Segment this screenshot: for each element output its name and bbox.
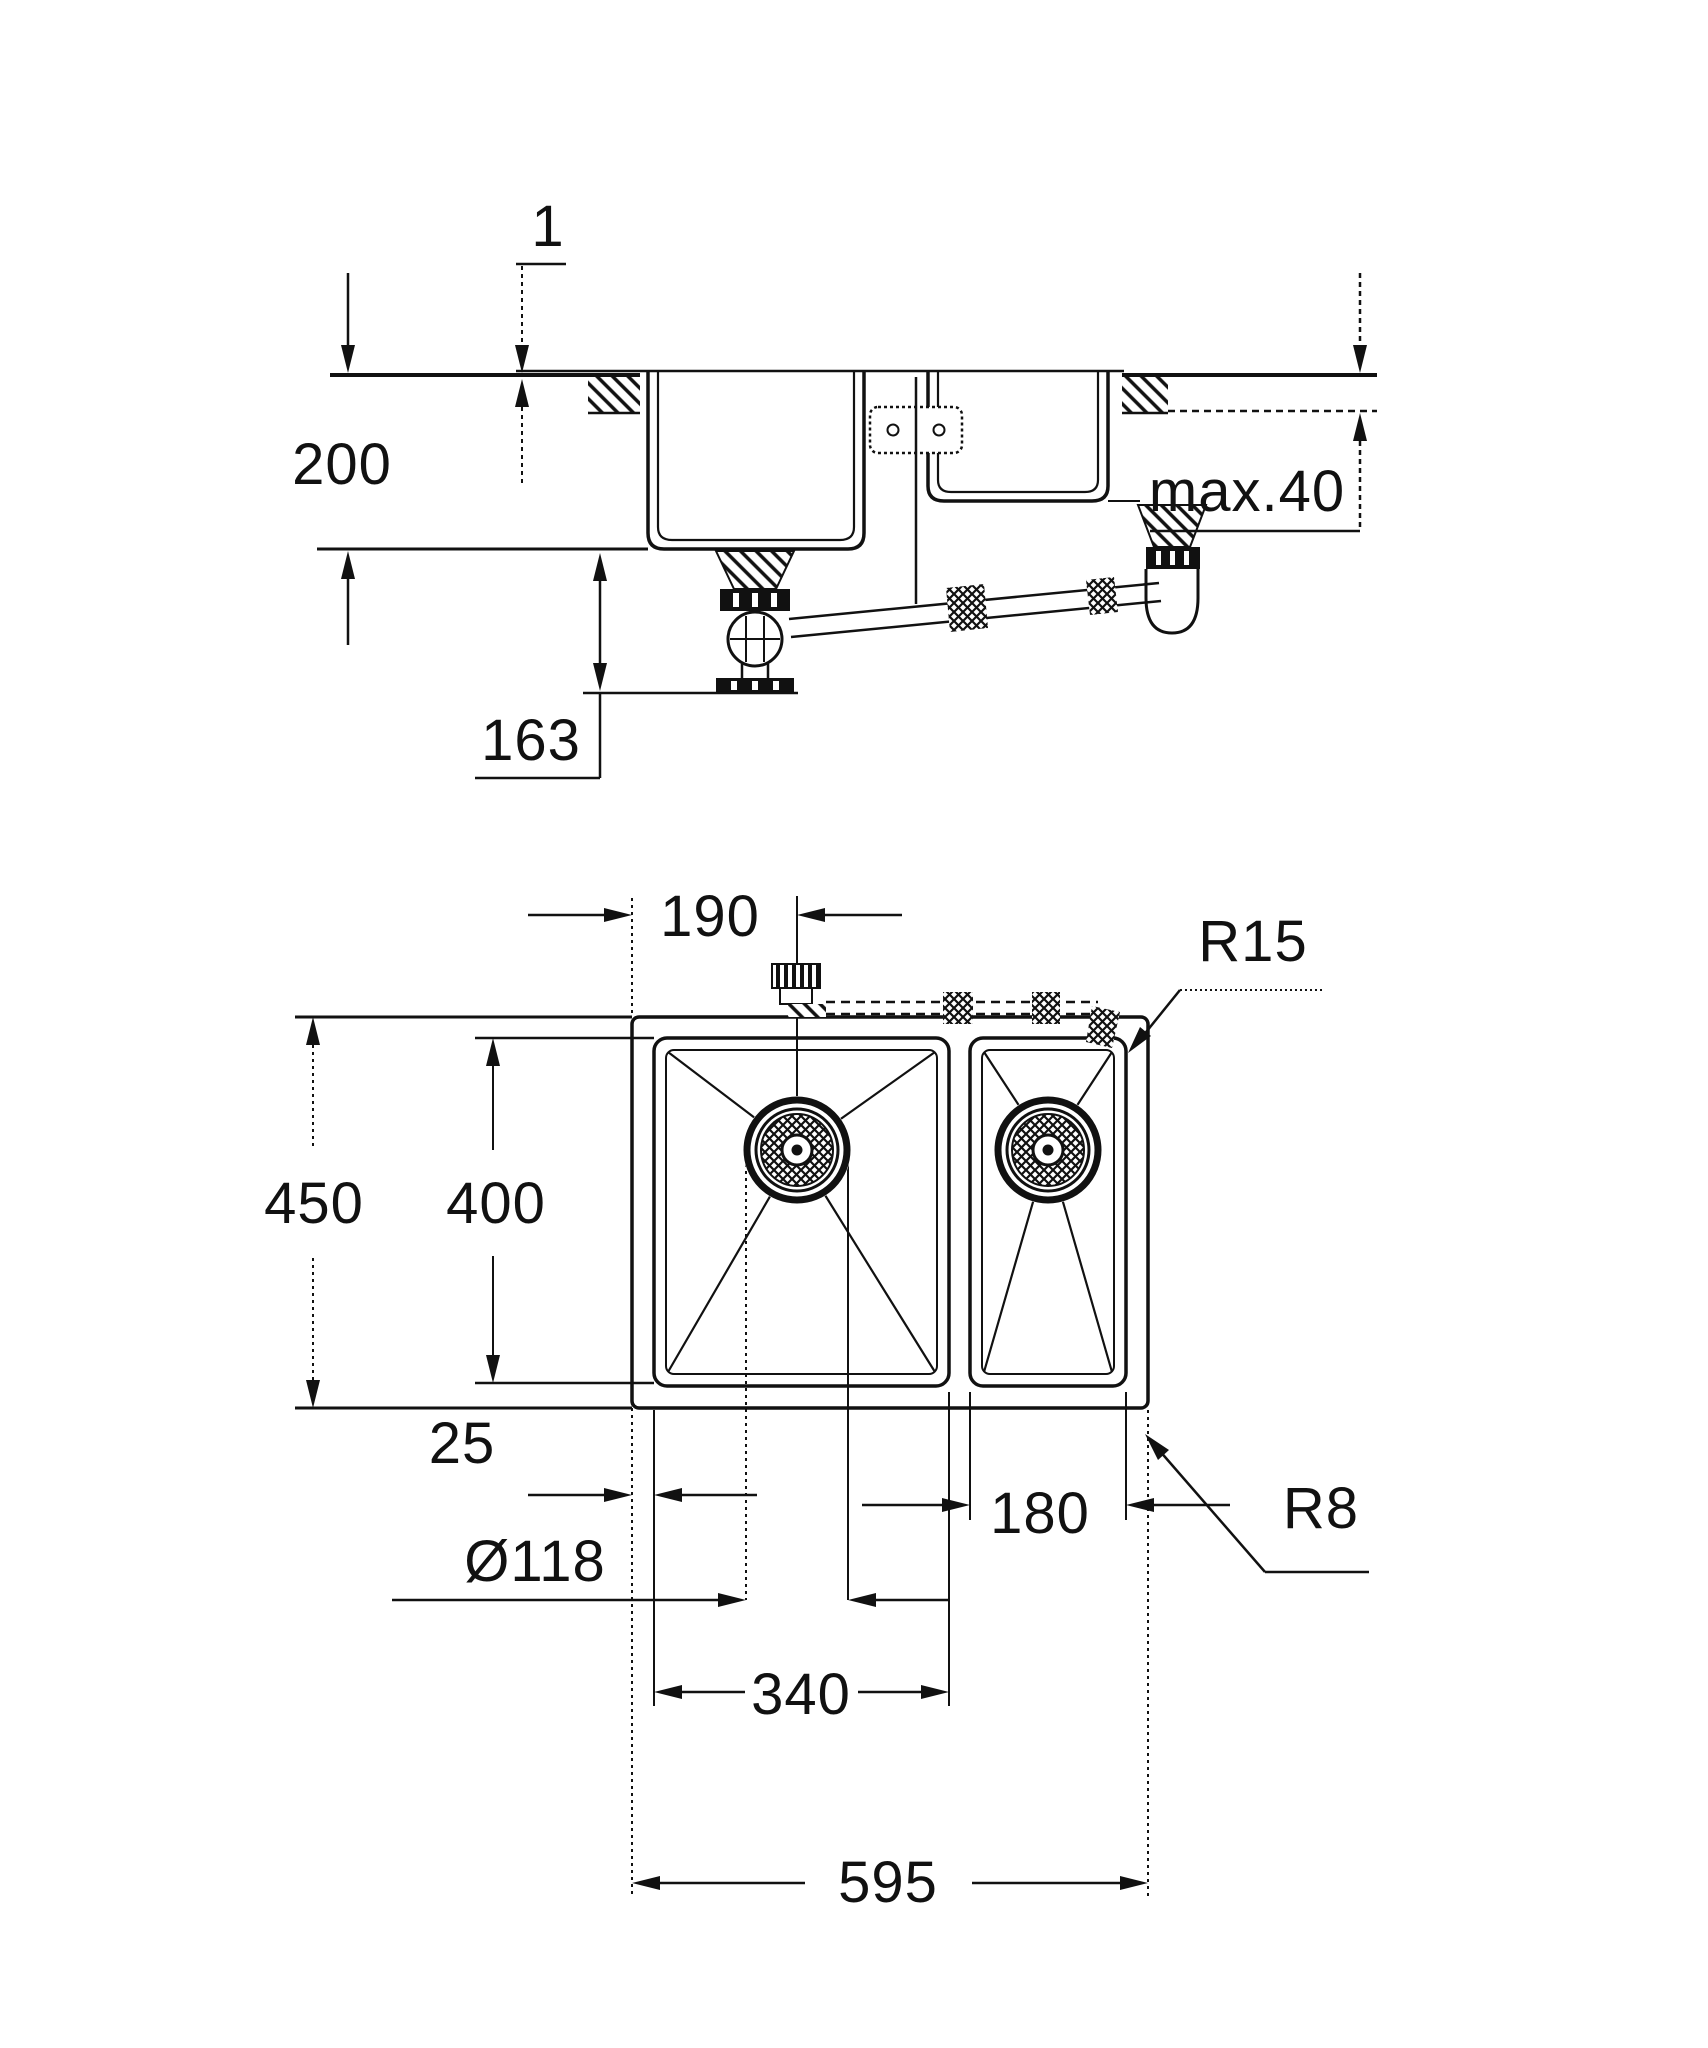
- connecting-pipe: [788, 577, 1162, 639]
- sink-outer-edge: [630, 1015, 1150, 1410]
- label-bowl-inner-depth: 400: [446, 1171, 546, 1236]
- bowl-slope-lines: [667, 1051, 1114, 1373]
- dim-small-bowl-width: [862, 1498, 1230, 1512]
- sink-section-outline: [317, 372, 1140, 551]
- main-drain-funnel: [714, 550, 796, 590]
- countertop-hatch-right: [1122, 377, 1168, 415]
- small-bowl-opening: [968, 1036, 1128, 1388]
- clip-hole-right: [932, 423, 946, 437]
- label-inner-radius: R15: [1198, 909, 1307, 974]
- dim-trap-offset: [475, 553, 798, 780]
- dim-drain-diameter: [392, 1593, 950, 1607]
- trap-outlet-pipe: [740, 664, 770, 680]
- label-drain-diameter: Ø118: [464, 1529, 606, 1594]
- label-bowl-depth: 200: [292, 432, 392, 497]
- small-drain-assembly: [1136, 504, 1208, 635]
- label-trap-offset: 163: [481, 708, 581, 773]
- small-drain-elbow: [1144, 569, 1200, 635]
- main-drain-strainer: [743, 1096, 851, 1204]
- dim-rim-height: [515, 262, 566, 483]
- pipe-coupling-mid: [946, 584, 988, 632]
- dim-drain-position: [528, 908, 902, 922]
- pipe-fitting-2: [1032, 992, 1060, 1024]
- main-bowl-bottom-edge: [665, 1049, 938, 1375]
- dim-rim-width: [528, 1488, 757, 1502]
- countertop-surface-line: [330, 369, 1377, 377]
- leader-inner-radius: [1128, 989, 1322, 1053]
- dim-main-bowl-width: [654, 1685, 949, 1699]
- plan-view: 190 R15 450 400 25 180 Ø118 340 595 R8: [264, 884, 1369, 1915]
- small-bowl-inner-wall: [936, 372, 1100, 494]
- main-bowl-inner-wall: [656, 372, 856, 542]
- small-bowl-bottom-edge: [981, 1049, 1115, 1375]
- leader-outer-radius: [1145, 1434, 1369, 1574]
- label-countertop-max: max.40: [1149, 459, 1345, 524]
- label-drain-position: 190: [660, 884, 760, 949]
- overflow-pipe: [771, 963, 1120, 1048]
- main-bowl-outer-wall: [646, 372, 866, 551]
- label-rim-width: 25: [429, 1411, 496, 1476]
- overflow-knurled-nut: [771, 963, 821, 989]
- small-drain-strainer: [994, 1096, 1102, 1204]
- label-overall-width: 595: [838, 1850, 938, 1915]
- pipe-elbow-end: [1086, 1006, 1120, 1048]
- section-view: 1 200 163 max.40: [292, 194, 1377, 780]
- plan-extension-lines: [295, 896, 1149, 1898]
- dim-bowl-depth: [341, 273, 355, 645]
- small-bowl-outer-wall: [926, 372, 1110, 503]
- main-bowl-opening: [652, 1036, 951, 1388]
- label-small-bowl-width: 180: [990, 1481, 1090, 1546]
- trap-body: [726, 610, 784, 668]
- dim-bowl-inner-depth: [486, 1038, 500, 1383]
- label-main-bowl-width: 340: [751, 1662, 851, 1727]
- dim-overall-width: [632, 1876, 1148, 1890]
- label-outer-depth: 450: [264, 1171, 364, 1236]
- label-rim-height: 1: [531, 194, 564, 259]
- sink-plan-outline: [630, 1015, 1150, 1410]
- main-drain-trap-assembly: [714, 550, 796, 693]
- countertop-hatch-left: [588, 377, 640, 415]
- dim-countertop-thickness: [1150, 273, 1367, 533]
- pipe-fitting-1: [943, 992, 973, 1024]
- dim-outer-depth: [306, 1017, 320, 1408]
- clip-hole-left: [886, 423, 900, 437]
- label-outer-radius: R8: [1283, 1476, 1359, 1541]
- pipe-coupling-right: [1086, 577, 1118, 615]
- mounting-clip: [868, 377, 964, 604]
